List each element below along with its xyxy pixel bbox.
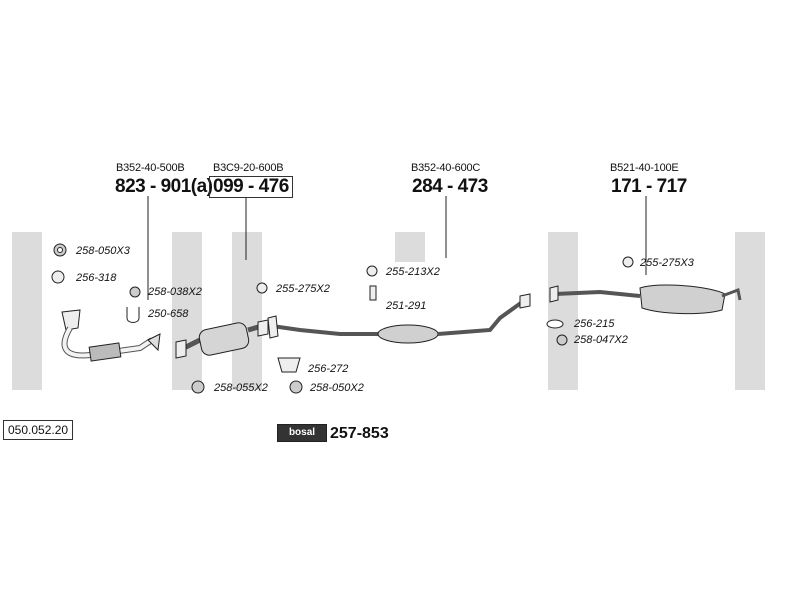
- bosal-logo: bosal: [277, 424, 327, 442]
- rear-silencer-icon: [549, 284, 742, 315]
- hanger-icon-1: [256, 282, 268, 294]
- catalytic-converter-icon: [175, 319, 269, 359]
- label-258-038x2: 258-038X2: [148, 286, 202, 298]
- clamp-icon: [369, 285, 377, 301]
- label-258-055x2: 258-055X2: [214, 382, 268, 394]
- section-2-part[interactable]: 099 - 476: [209, 176, 293, 198]
- section-2-ref: B3C9-20-600B: [213, 162, 284, 174]
- label-258-050x2: 258-050X2: [310, 382, 364, 394]
- label-250-658: 250-658: [148, 308, 189, 320]
- label-256-318: 256-318: [76, 272, 117, 284]
- label-255-275x3: 255-275X3: [640, 257, 694, 269]
- watermark-a: [548, 232, 578, 390]
- section-3-ref: B352-40-600C: [411, 162, 481, 174]
- nut-icon-2: [129, 286, 141, 298]
- watermark-b: [12, 232, 42, 390]
- label-258-047x2: 258-047X2: [574, 334, 628, 346]
- label-255-213x2: 255-213X2: [386, 266, 440, 278]
- section-4-ref: B521-40-100E: [610, 162, 679, 174]
- middle-silencer-icon: [267, 293, 531, 344]
- diagram-code: 050.052.20: [3, 420, 74, 440]
- nut-icon-5: [556, 334, 568, 346]
- front-pipe-icon: [61, 309, 161, 362]
- watermark-o1: [172, 232, 202, 390]
- hanger-icon-3: [622, 256, 634, 268]
- gasket-icon-2: [277, 357, 301, 373]
- section-3-part[interactable]: 284 - 473: [412, 176, 488, 197]
- watermark-o2: [232, 232, 262, 390]
- nut-icon-3: [191, 380, 205, 394]
- label-256-272: 256-272: [308, 363, 349, 375]
- watermark-s: [395, 232, 425, 262]
- section-4-part[interactable]: 171 - 717: [611, 176, 687, 197]
- watermark-l: [735, 232, 765, 390]
- label-258-050x3: 258-050X3: [76, 245, 130, 257]
- label-251-291: 251-291: [386, 300, 427, 312]
- nut-icon-4: [289, 380, 303, 394]
- gasket-icon-1: [51, 270, 65, 284]
- ring-gasket-icon: [546, 319, 564, 329]
- section-1-part[interactable]: 823 - 901(a): [115, 176, 213, 197]
- kit-number[interactable]: 257-853: [330, 425, 389, 442]
- label-256-215: 256-215: [574, 318, 615, 330]
- u-bolt-icon: [126, 307, 140, 323]
- hanger-icon-2: [366, 265, 378, 277]
- label-255-275x2: 255-275X2: [276, 283, 330, 295]
- section-1-ref: B352-40-500B: [116, 162, 185, 174]
